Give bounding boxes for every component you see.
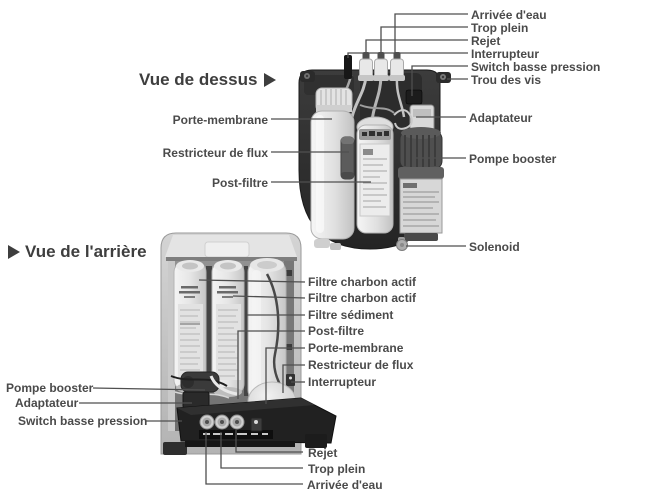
label-rejet-rear: Rejet [308, 446, 338, 460]
label-adaptateur-rear: Adaptateur [15, 396, 79, 410]
label-post-filtre-top: Post-filtre [211, 176, 268, 190]
label-post-filtre-rear: Post-filtre [308, 324, 365, 338]
label-restricteur-de-flux-top: Restricteur de flux [162, 146, 268, 160]
rear-view-title: Vue de l'arrière [8, 243, 147, 261]
label-switch-basse-pression-top: Switch basse pression [471, 60, 601, 74]
top-view-title-text: Vue de dessus [139, 70, 258, 89]
top-view-title: Vue de dessus [139, 70, 277, 89]
arrow-right-icon [264, 73, 277, 87]
label-rejet-top: Rejet [471, 34, 501, 48]
label-trop-plein-rear: Trop plein [308, 462, 366, 476]
label-filtre-sediment: Filtre sédiment [308, 308, 394, 322]
rear-view-title-text: Vue de l'arrière [25, 242, 147, 261]
label-arrivee-eau-rear: Arrivée d'eau [307, 478, 383, 492]
label-adaptateur-top: Adaptateur [469, 111, 533, 125]
label-trou-des-vis: Trou des vis [471, 73, 542, 87]
label-interrupteur-rear: Interrupteur [308, 375, 377, 389]
label-filtre-charbon-actif-1: Filtre charbon actif [308, 275, 417, 289]
label-pompe-booster-top: Pompe booster [469, 152, 557, 166]
label-filtre-charbon-actif-2: Filtre charbon actif [308, 291, 417, 305]
label-porte-membrane-rear: Porte-membrane [308, 341, 404, 355]
label-porte-membrane-top: Porte-membrane [172, 113, 268, 127]
label-switch-basse-pression-rear: Switch basse pression [18, 414, 148, 428]
label-solenoid: Solenoid [469, 240, 520, 254]
label-restricteur-de-flux-rear: Restricteur de flux [308, 358, 414, 372]
label-pompe-booster-rear: Pompe booster [6, 381, 94, 395]
label-trop-plein-top: Trop plein [471, 21, 529, 35]
label-interrupteur-top: Interrupteur [471, 47, 540, 61]
arrow-right-icon [8, 245, 20, 259]
label-arrivee-eau-top: Arrivée d'eau [471, 8, 547, 22]
